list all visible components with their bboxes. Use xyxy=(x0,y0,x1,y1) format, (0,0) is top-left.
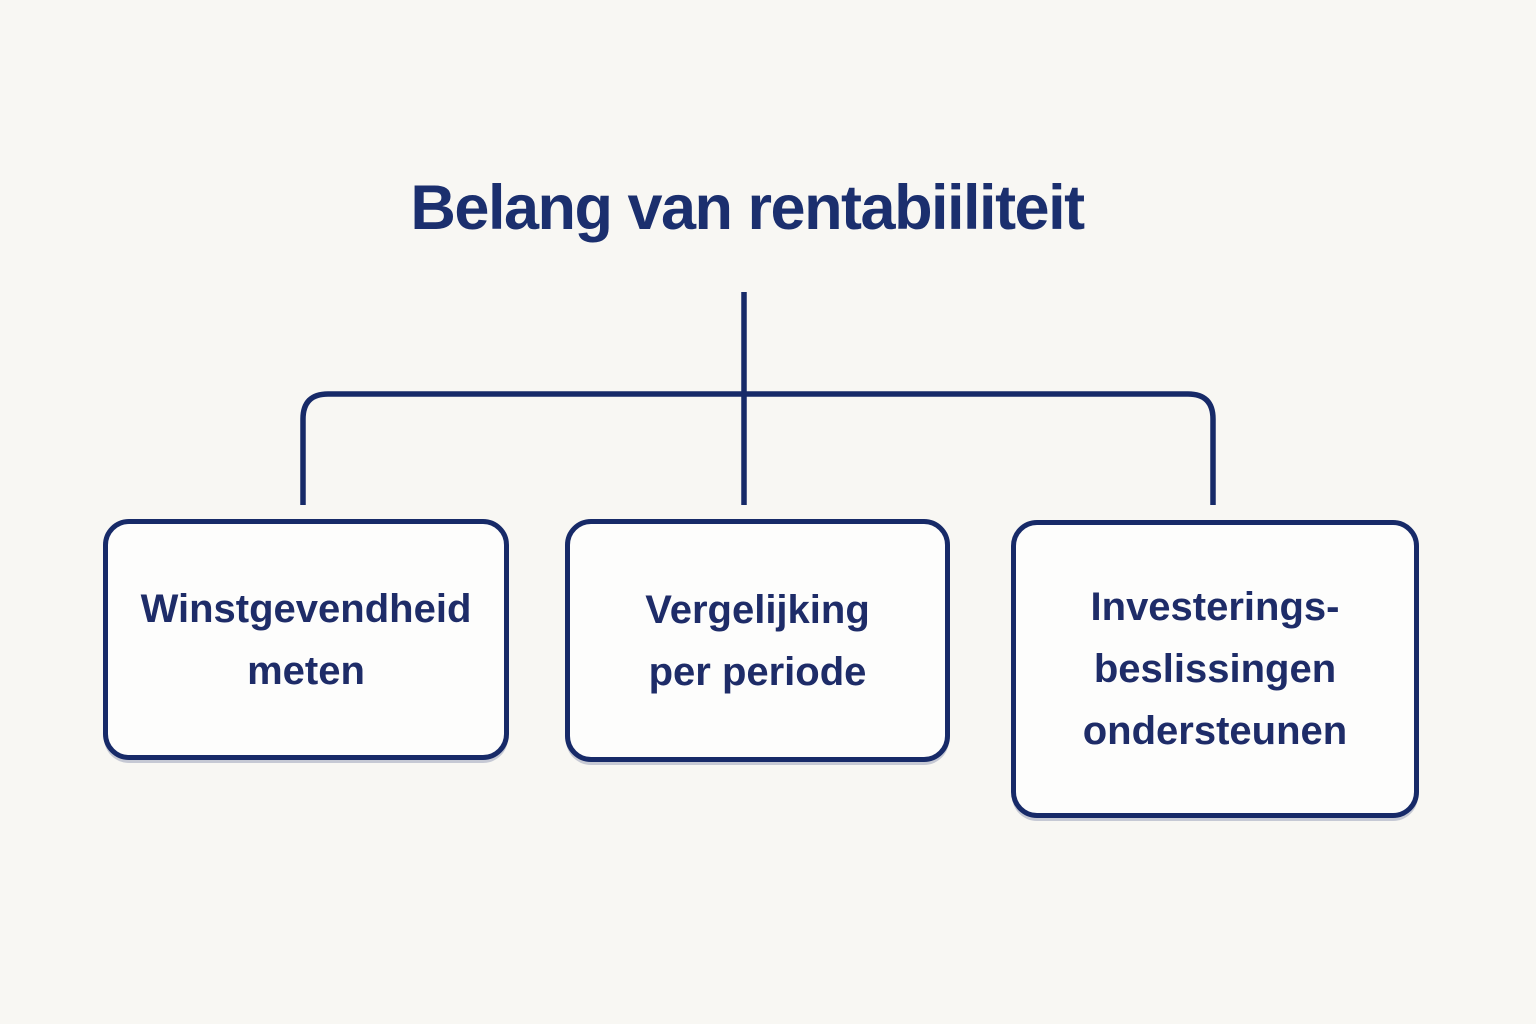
node-investeringsbeslissingen-ondersteunen: Investerings- beslissingen ondersteunen xyxy=(1011,520,1419,818)
page-title: Belang van rentabiiliteit xyxy=(410,173,1085,243)
node-label-line: Vergelijking xyxy=(645,587,870,632)
node-vergelijking-per-periode: Vergelijking per periode xyxy=(565,519,950,762)
node-label-line: meten xyxy=(247,648,365,693)
node-label-line: per periode xyxy=(648,649,867,694)
connector-bracket-line xyxy=(300,391,1216,505)
node-label-line: Investerings- xyxy=(1090,585,1340,629)
node-label-line: ondersteunen xyxy=(1082,709,1348,753)
node-label-line: Winstgevendheid xyxy=(140,586,472,631)
node-winstgevendheid-meten: Winstgevendheid meten xyxy=(103,519,509,760)
node-label-line: beslissingen xyxy=(1093,647,1337,691)
